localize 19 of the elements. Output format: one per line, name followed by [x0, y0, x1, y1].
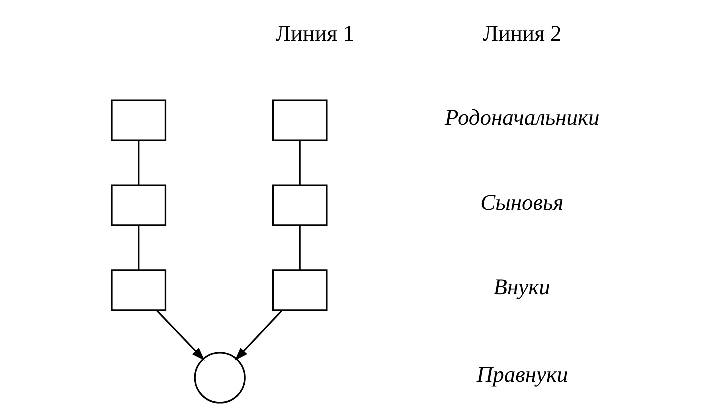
node-box — [272, 270, 328, 312]
label: Правнуки — [476, 362, 568, 388]
node-circle — [194, 352, 246, 404]
connector — [299, 140, 301, 186]
label: Внуки — [494, 274, 550, 300]
node-box — [111, 270, 167, 312]
connector — [299, 226, 301, 270]
node-box — [272, 100, 328, 142]
arrow — [156, 310, 205, 361]
label: Линия 1 — [276, 21, 354, 46]
node-box — [111, 100, 167, 142]
node-box — [111, 184, 167, 226]
node-box — [272, 184, 328, 226]
connector — [138, 226, 140, 270]
connector — [138, 140, 140, 186]
label: Сыновья — [480, 190, 564, 215]
label: Линия 2 — [483, 21, 562, 46]
label: Родоначальники — [445, 104, 600, 130]
arrow — [235, 310, 283, 361]
